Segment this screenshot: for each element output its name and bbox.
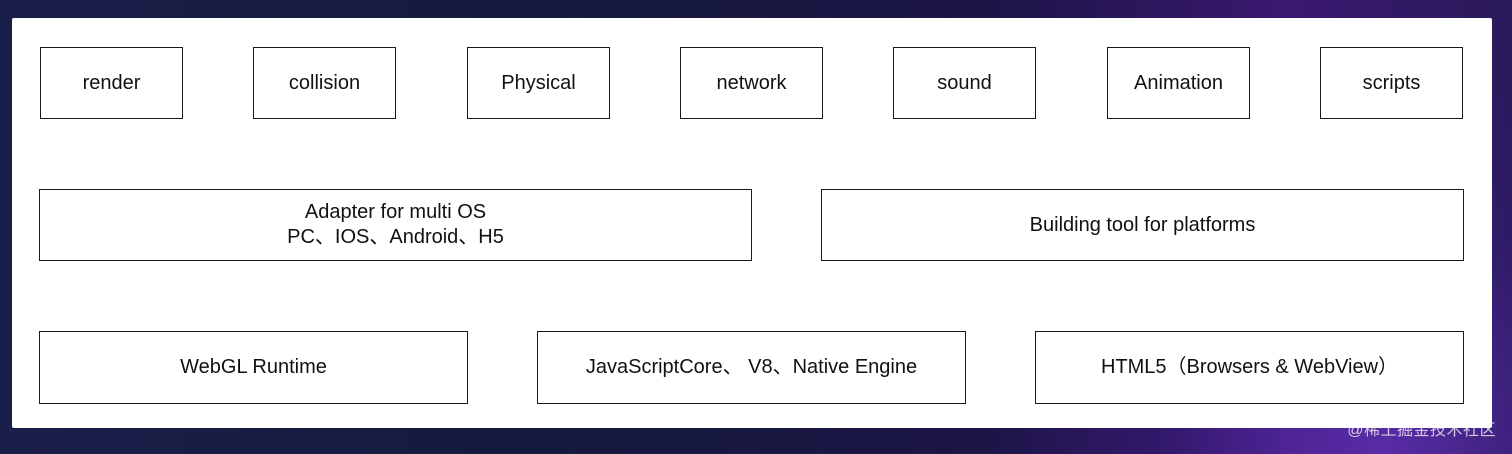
module-collision: collision bbox=[253, 47, 396, 119]
module-sound: sound bbox=[893, 47, 1036, 119]
adapter-platforms: PC、IOS、Android、H5 bbox=[287, 226, 504, 248]
runtime-label: WebGL Runtime bbox=[180, 356, 327, 378]
building-tool-box: Building tool for platforms bbox=[821, 189, 1464, 261]
module-label: sound bbox=[937, 71, 992, 94]
module-animation: Animation bbox=[1107, 47, 1250, 119]
adapter-title: Adapter for multi OS bbox=[304, 201, 487, 223]
module-network: network bbox=[680, 47, 823, 119]
module-label: Physical bbox=[501, 71, 576, 94]
adapter-box: Adapter for multi OS PC、IOS、Android、H5 bbox=[39, 189, 752, 261]
diagram-canvas: render collision Physical network sound … bbox=[12, 18, 1492, 428]
module-label: network bbox=[716, 71, 787, 94]
module-physical: Physical bbox=[467, 47, 610, 119]
module-label: Animation bbox=[1134, 71, 1223, 94]
js-engine-box: JavaScriptCore、 V8、Native Engine bbox=[537, 331, 966, 404]
runtime-label: HTML5（Browsers & WebView） bbox=[1100, 356, 1399, 378]
watermark-text: @稀土掘金技术社区 bbox=[1347, 422, 1496, 439]
webgl-runtime-box: WebGL Runtime bbox=[39, 331, 468, 404]
runtime-label: JavaScriptCore、 V8、Native Engine bbox=[585, 356, 918, 378]
module-label: scripts bbox=[1362, 71, 1421, 94]
module-label: render bbox=[82, 71, 141, 94]
module-render: render bbox=[40, 47, 183, 119]
building-tool-label: Building tool for platforms bbox=[1029, 213, 1256, 236]
html5-box: HTML5（Browsers & WebView） bbox=[1035, 331, 1464, 404]
module-scripts: scripts bbox=[1320, 47, 1463, 119]
module-label: collision bbox=[288, 71, 361, 94]
